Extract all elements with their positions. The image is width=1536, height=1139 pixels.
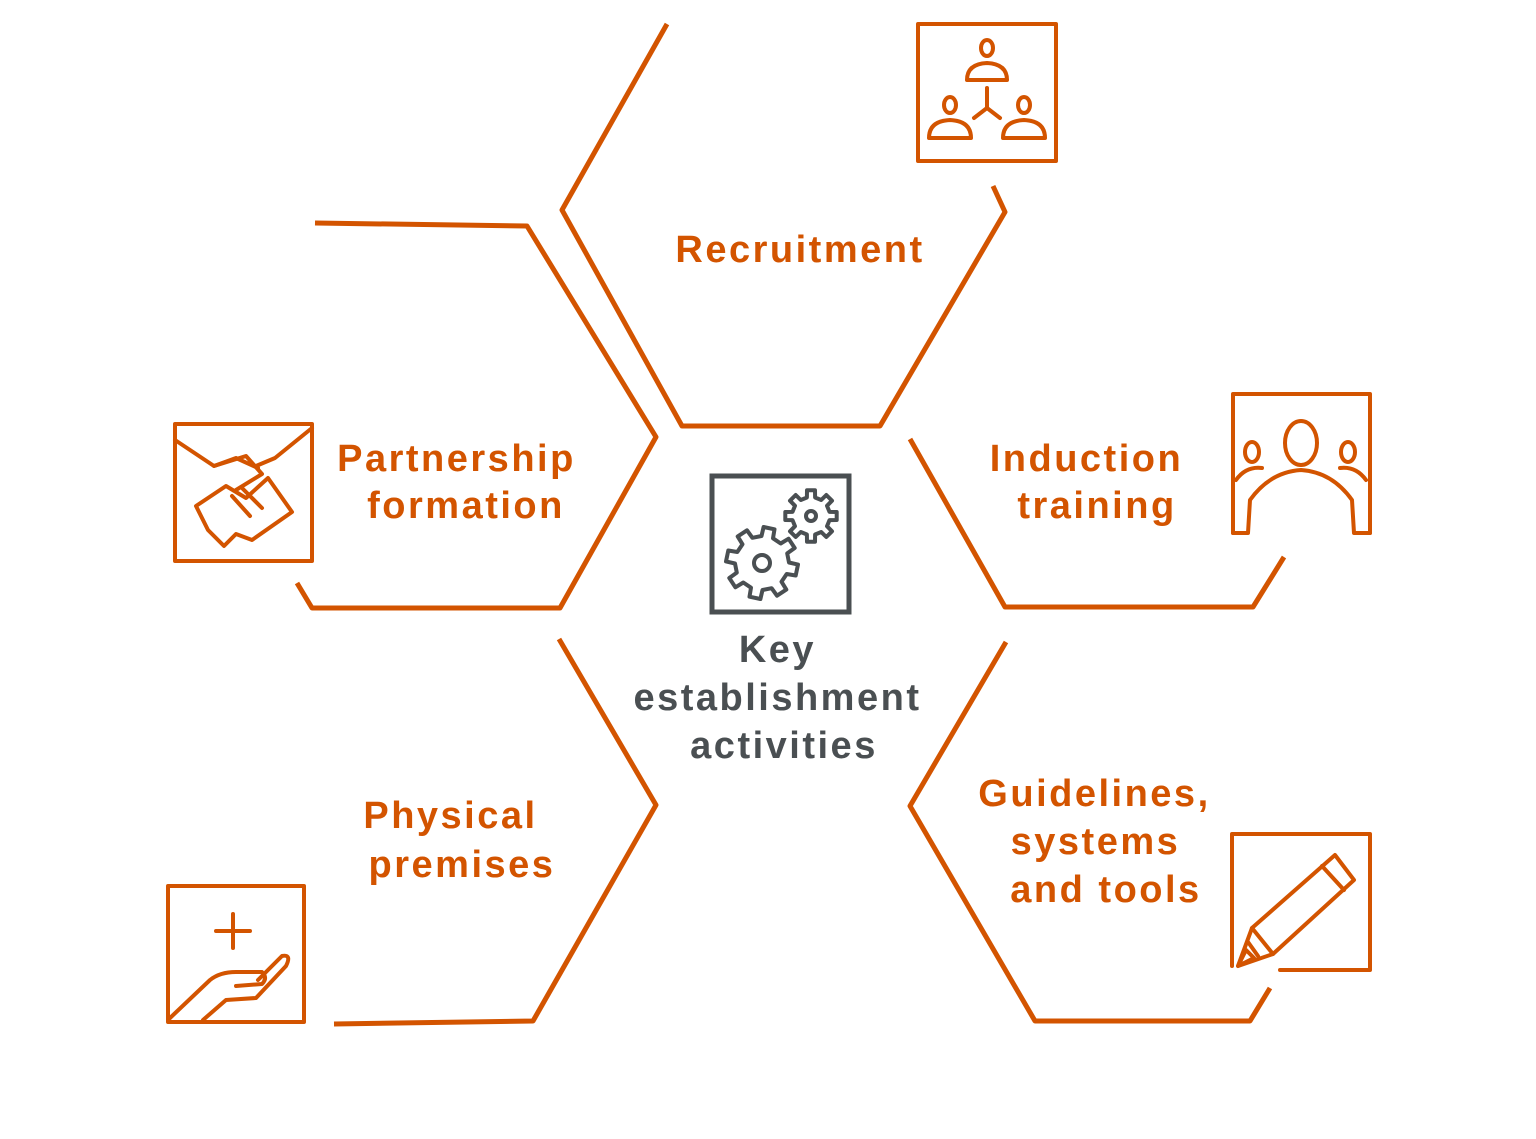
handshake-icon [173, 422, 314, 563]
recruitment-label: Recruitment [675, 229, 924, 271]
premises-hexagon [333, 637, 659, 1027]
hexagon-outlines [294, 22, 1287, 1027]
recruitment-hexagon [559, 22, 1008, 429]
group-people-icon [1231, 392, 1372, 535]
gears-icon [709, 473, 852, 615]
guidelines-label: Guidelines, systems and tools [978, 773, 1223, 911]
induction-hexagon [907, 437, 1287, 610]
partnership-hexagon [294, 220, 659, 611]
partnership-label: Partnership formation [337, 438, 589, 527]
induction-label: Induction training [990, 438, 1197, 527]
segment-labels: Recruitment Partnership formation Induct… [337, 229, 1223, 911]
premises-label: Physical premises [363, 795, 555, 886]
pencil-icon [1230, 832, 1372, 972]
hand-plus-icon [166, 884, 306, 1024]
guidelines-hexagon [907, 640, 1273, 1024]
center-label: Key establishment activities [633, 629, 934, 767]
people-network-icon [916, 22, 1058, 163]
